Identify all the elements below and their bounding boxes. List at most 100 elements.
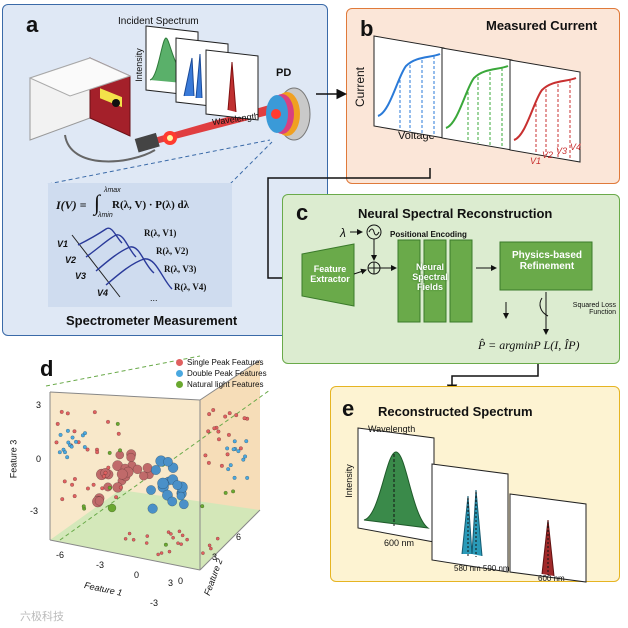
single-peak-floor [167,549,172,554]
single-peak-floor [180,533,185,538]
panel-d-label: d [40,356,54,381]
single-peak-floor [131,537,136,542]
double-peak-projection [57,450,62,455]
equation-upper: λmax [104,187,121,194]
double-peak-projection [245,475,250,480]
single-peak-point [132,464,143,475]
v1-label-a: V1 [57,239,69,249]
double-peak-projection [69,444,74,449]
fiber-cable [64,134,156,163]
nsf-label: Neural Spectral Fields [412,262,448,292]
single-peak-projection [62,479,67,484]
feature-extractor-label: Feature Extractor [310,264,350,284]
reconstructed-cards [357,427,587,583]
light-source-box [28,57,132,141]
single-peak-projection [55,421,60,426]
single-peak-projection [65,411,70,416]
single-peak-floor [127,531,132,536]
f1-tick-1: -3 [96,560,105,570]
single-peak-floor [177,529,182,534]
single-peak-projection [225,452,230,457]
lambda-input: λ [340,226,346,240]
single-peak-projection [206,429,211,434]
single-peak-floor [179,542,184,547]
natural-light-projection [107,450,112,455]
double-peak-projection [225,446,230,451]
loss-label: Squared Loss Function [572,302,616,316]
natural-light-projection [81,504,86,509]
single-peak-point [142,462,153,473]
f2-tick-1: 0 [178,576,184,586]
panel-b-title: Measured Current [486,18,598,33]
panel-b-label: b [360,16,374,41]
double-peak-point [157,477,169,490]
single-peak-projection [116,431,121,436]
single-peak-projection [114,495,119,500]
natural-light-projection [118,448,123,453]
single-peak-projection [70,482,75,487]
single-peak-projection [85,486,90,491]
double-peak-projection [226,467,231,472]
natural-light-projection [200,504,205,509]
double-peak-projection [62,450,68,455]
equation-lhs: I(V) = [56,198,87,212]
v2-label-a: V2 [65,255,77,265]
single-peak-floor [145,534,150,538]
single-peak-projection [72,494,77,499]
double-peak-projection [66,440,71,445]
legend-text-natural: Natural light Features [187,380,264,389]
panel-e-label: e [342,396,355,421]
r1-label: R(λ, V1) [144,228,177,238]
single-peak-projection [211,408,216,413]
legend-swatch-natural [176,381,183,388]
natural-light-point [107,503,117,513]
single-peak-projection [60,497,65,502]
legend-d: Single Peak Features Double Peak Feature… [176,358,267,389]
f1-tick-2: 0 [134,570,140,580]
single-peak-floor [159,551,164,555]
nsf-diagram [301,224,593,335]
legend-item-single: Single Peak Features [176,358,267,367]
single-peak-projection [105,419,111,424]
double-peak-projection [236,449,241,454]
feature-scatter-3d [45,355,271,571]
single-peak-floor [185,537,189,542]
double-peak-projection [228,463,233,468]
response-curves [71,227,173,298]
double-peak-point [172,480,183,491]
double-peak-point [163,456,173,467]
single-peak-projection [72,476,77,482]
natural-light-projection [115,421,120,426]
single-peak-point [126,452,136,463]
v4-tick-b: V4 [570,142,582,152]
peak1-label: 600 nm [384,538,415,548]
peak2-label: 580 nm 590 nm [454,564,510,573]
panel-a-title: Spectrometer Measurement [66,313,238,328]
single-peak-projection [72,429,77,434]
f3-tick-0: 3 [36,400,42,410]
legend-item-double: Double Peak Features [176,369,267,378]
single-peak-projection [219,463,224,468]
legend-text-single: Single Peak Features [187,358,264,367]
legend-swatch-single [176,359,183,366]
single-peak-projection [118,485,123,490]
single-peak-projection [101,474,107,479]
single-peak-projection [100,486,105,491]
double-peak-projection [232,475,237,480]
single-peak-projection [95,450,100,455]
double-peak-projection [231,447,236,452]
double-peak-projection [65,455,70,460]
single-peak-projection [103,470,108,475]
f2-tick-2: 3 [212,552,218,562]
single-peak-projection [54,440,59,445]
double-peak-projection [73,439,79,444]
double-peak-point [178,499,189,510]
double-peak-projection [65,428,70,433]
f3-tick-1: 0 [36,454,42,464]
natural-light-projection [163,542,168,547]
single-peak-projection [234,413,239,418]
v3-label-a: V3 [75,271,87,281]
single-peak-projection [238,446,243,451]
natural-light-projection [223,490,228,495]
